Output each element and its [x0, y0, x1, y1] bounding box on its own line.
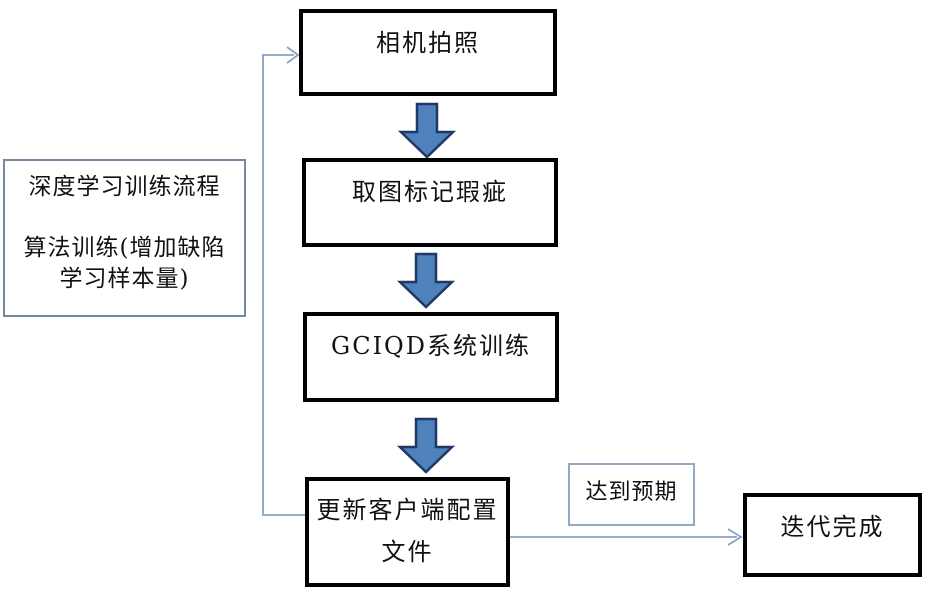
side-note-box: 深度学习训练流程 算法训练(增加缺陷 学习样本量) — [3, 159, 246, 317]
feedback-connector-line — [262, 54, 305, 516]
flow-node-iteration-done-label: 迭代完成 — [780, 513, 885, 541]
flow-node-gciqd-training-label: GCIQD系统训练 — [331, 332, 531, 360]
side-note-spacer — [5, 203, 244, 233]
block-down-arrow-icon-3 — [396, 417, 456, 474]
edge-label-reach-expectation: 达到预期 — [568, 463, 695, 526]
flow-node-update-client-label-line2: 文件 — [381, 538, 434, 566]
flow-node-update-client-label-line1: 更新客户端配置 — [316, 496, 499, 524]
side-note-line1: 深度学习训练流程 — [28, 174, 221, 200]
flow-node-camera: 相机拍照 — [299, 9, 557, 96]
flow-node-gciqd-training: GCIQD系统训练 — [303, 312, 559, 402]
feedback-open-arrowhead-icon — [286, 46, 300, 64]
block-down-arrow-icon-1 — [397, 102, 457, 159]
block-down-arrow-icon-2 — [396, 252, 456, 309]
branch-open-arrowhead-icon — [727, 528, 743, 546]
flow-node-iteration-done: 迭代完成 — [743, 493, 922, 577]
flow-node-camera-label: 相机拍照 — [376, 29, 480, 57]
flow-node-update-client: 更新客户端配置 文件 — [305, 477, 510, 587]
edge-label-reach-expectation-text: 达到预期 — [585, 480, 678, 505]
flow-node-mark-defects-label: 取图标记瑕疵 — [352, 178, 508, 206]
flow-node-mark-defects: 取图标记瑕疵 — [302, 158, 558, 247]
side-note-line2: 算法训练(增加缺陷 — [23, 235, 226, 261]
side-note-line3: 学习样本量) — [59, 266, 190, 292]
